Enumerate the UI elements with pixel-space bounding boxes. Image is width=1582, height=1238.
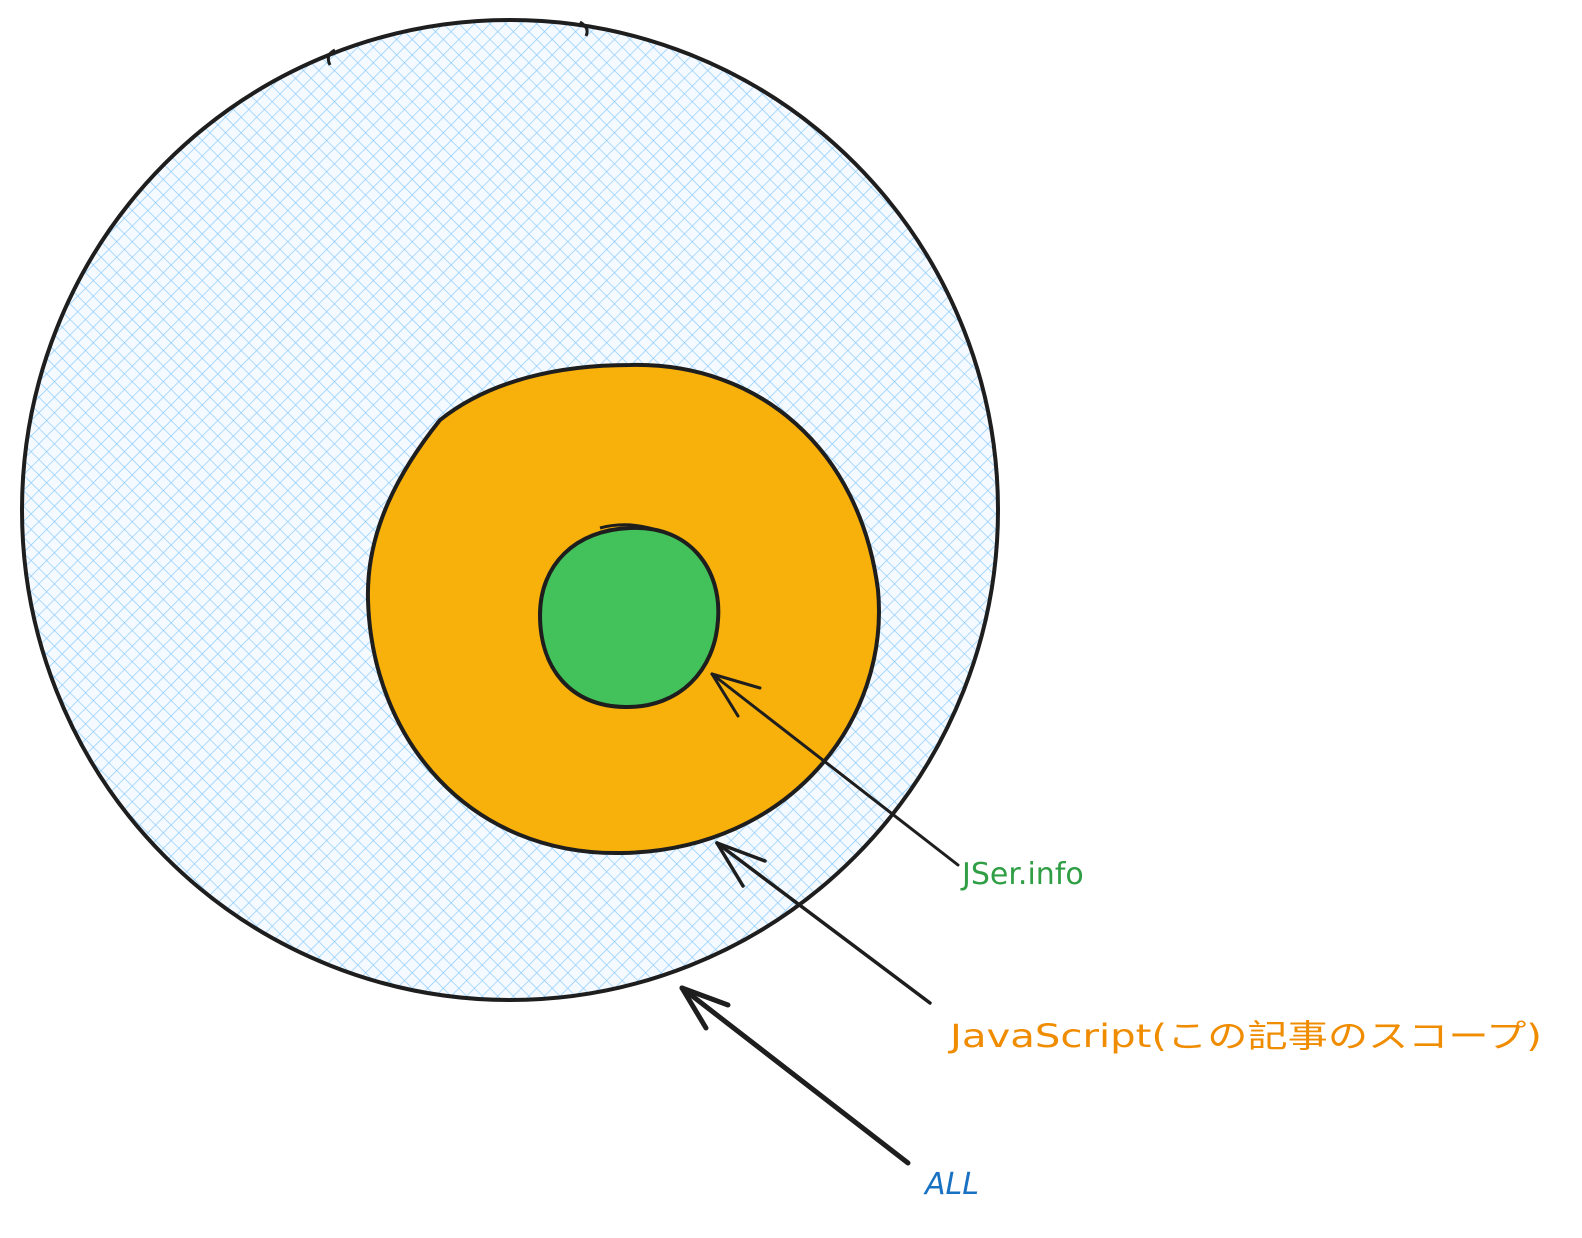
- javascript-label: JavaScript(この記事のスコープ): [947, 1017, 1542, 1055]
- javascript-arrow: [715, 841, 932, 1005]
- jser-circle: [537, 523, 721, 710]
- all-label: ALL: [923, 1167, 979, 1202]
- jser-arrow: [710, 672, 960, 867]
- jser-label: JSer.info: [960, 857, 1084, 892]
- all-arrow: [679, 985, 911, 1166]
